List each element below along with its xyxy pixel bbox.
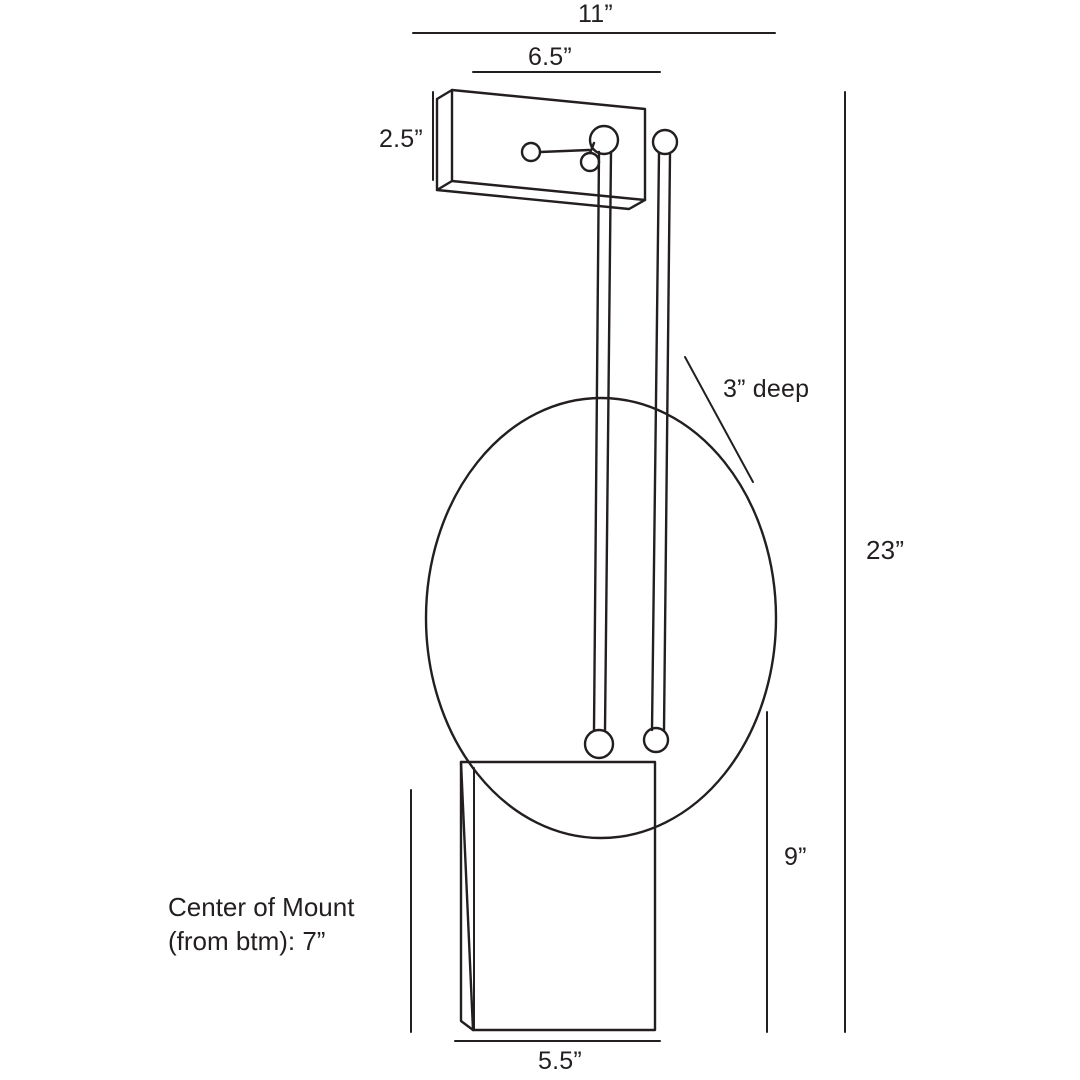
- disc-shade: [424, 396, 778, 840]
- ball-joint-front: [588, 124, 620, 156]
- rod-front-left-edge: [592, 150, 601, 732]
- dim-label-height-backplate: 2.5”: [379, 125, 423, 153]
- rod-front-bottom-ball: [583, 728, 615, 760]
- base-panel-side: [459, 760, 475, 1032]
- mount-rod-left: [538, 148, 591, 154]
- dim-leader-3in-deep: [684, 356, 754, 483]
- base-panel-face: [459, 760, 657, 1032]
- note-center-of-mount-line2: (from btm): 7”: [168, 926, 326, 956]
- dim-label-height-lower: 9”: [784, 843, 807, 871]
- backplate-bottom-edge: [435, 188, 647, 211]
- backplate-side: [435, 88, 454, 192]
- note-center-of-mount-line1: Center of Mount: [168, 892, 355, 922]
- note-center-of-mount: Center of Mount (from btm): 7”: [168, 890, 354, 958]
- dim-label-height-overall: 23”: [866, 535, 905, 565]
- rod-front-right-edge: [603, 150, 613, 732]
- dim-label-depth: 3” deep: [723, 375, 810, 403]
- dim-label-width-base: 5.5”: [538, 1047, 582, 1075]
- dim-label-width-backplate: 6.5”: [528, 43, 572, 71]
- mount-knob-left: [520, 141, 542, 163]
- dim-label-width-overall: 11”: [578, 0, 613, 28]
- rod-rear-bottom-ball: [642, 726, 670, 754]
- rod-rear-right-edge: [662, 151, 672, 732]
- rod-rear-left-edge: [650, 151, 661, 732]
- mount-knob-middle: [579, 151, 601, 173]
- ball-joint-rear: [651, 128, 679, 156]
